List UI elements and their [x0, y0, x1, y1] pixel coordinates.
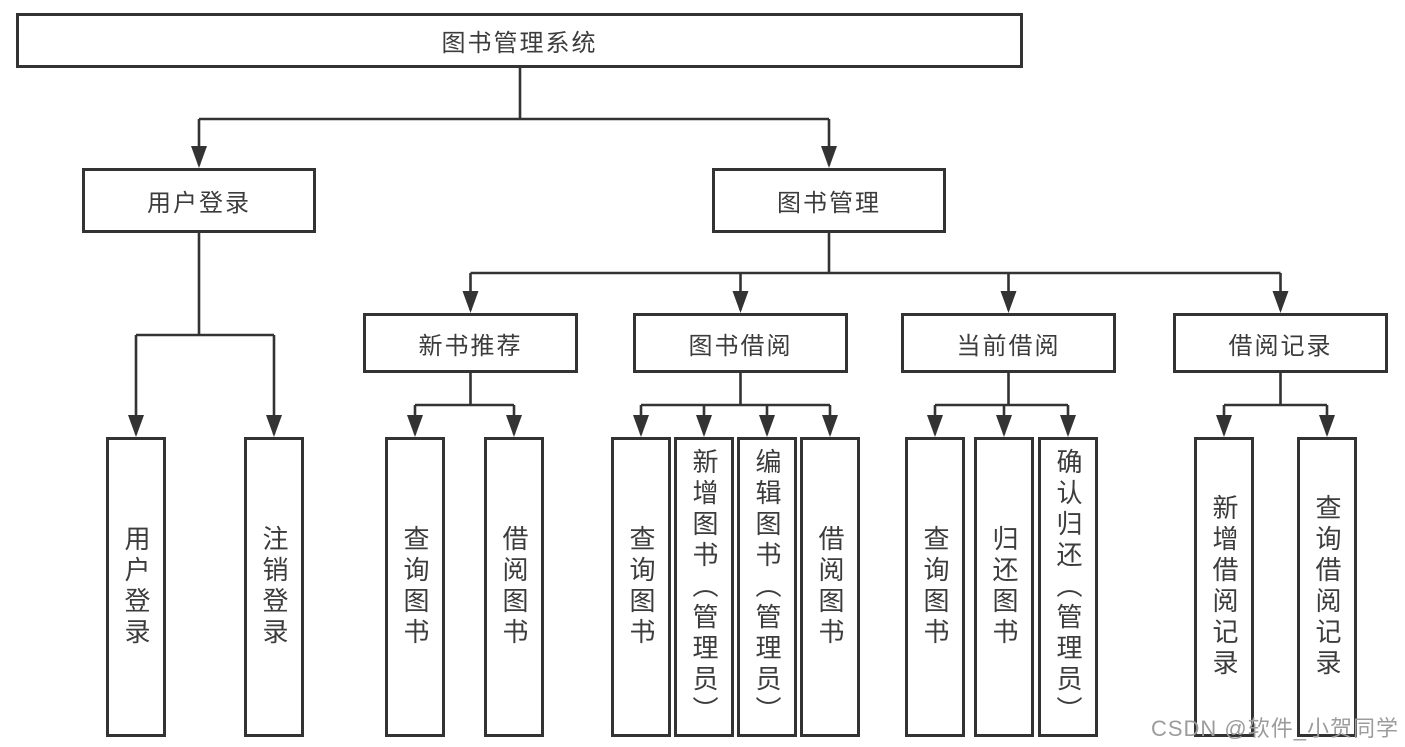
leaf-logout: 注销登录	[244, 437, 304, 737]
leaf-user-login: 用户登录	[106, 437, 166, 737]
leaf-records-add-borrow-record: 新增借阅记录	[1194, 437, 1254, 737]
edge-root-to-level2	[197, 68, 831, 165]
leaf-records-query-borrow-record: 查询借阅记录	[1297, 437, 1357, 737]
leaf-borrow-query-book: 查询图书	[611, 437, 671, 737]
leaf-borrow-edit-book-admin: 编辑图书（管理员）	[737, 437, 797, 737]
csdn-watermark: CSDN @软件_小贺同学	[1150, 716, 1399, 741]
edge-new-book-recommend-to-leaves	[413, 373, 516, 434]
leaf-current-confirm-return-admin: 确认归还（管理员）	[1038, 437, 1098, 737]
leaf-current-query-book: 查询图书	[905, 437, 965, 737]
leaf-recommend-query-book: 查询图书	[385, 437, 445, 737]
node-book-borrow: 图书借阅	[633, 313, 848, 373]
leaf-borrow-add-book-admin: 新增图书（管理员）	[674, 437, 734, 737]
edge-book-borrow-to-leaves	[639, 373, 832, 434]
edge-book-management-to-level3	[469, 233, 1282, 310]
node-book-management: 图书管理	[712, 168, 946, 233]
node-current-borrow: 当前借阅	[901, 313, 1116, 373]
node-borrow-records: 借阅记录	[1173, 313, 1388, 373]
node-new-book-recommend: 新书推荐	[363, 313, 578, 373]
node-user-login: 用户登录	[82, 168, 316, 233]
node-root-library-management-system: 图书管理系统	[16, 13, 1023, 68]
edge-borrow-records-to-leaves	[1222, 373, 1329, 434]
leaf-borrow-borrow-book: 借阅图书	[800, 437, 860, 737]
leaf-recommend-borrow-book: 借阅图书	[484, 437, 544, 737]
leaf-current-return-book: 归还图书	[974, 437, 1034, 737]
edge-user-login-to-leaves	[134, 233, 276, 434]
